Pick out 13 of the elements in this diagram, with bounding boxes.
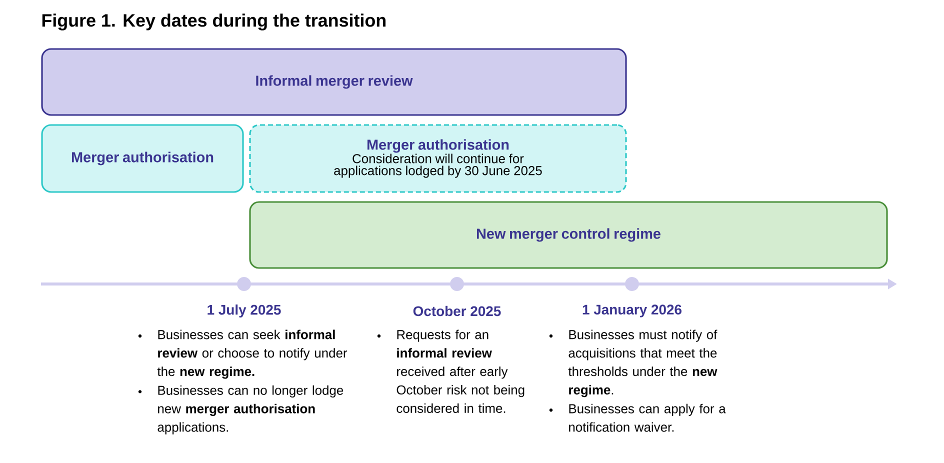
date-label: 1 January 2026 <box>582 304 682 318</box>
bullet-text: Businesses can apply for a notification waiver. <box>569 404 726 432</box>
period-bar: Merger authorisation <box>41 124 244 193</box>
bullet-text: Requests for an informal review received after early October risk not being considered in time. <box>396 330 524 413</box>
period-bar: Informal merger review <box>41 48 627 116</box>
date-label: October 2025 <box>413 306 501 316</box>
period-bar: New merger control regime <box>249 201 888 269</box>
bullet-text: Businesses can no longer lodge new merger authorisation applications. <box>158 385 344 434</box>
bullet-text: Businesses can seek informal review or choose to notify under the new regime. <box>157 330 348 379</box>
period-bar: Merger authorisation Consideration will continue for applications lodged by 30 June 2025 <box>249 124 627 193</box>
bullet-text: Businesses must notify of acquisitions that meet the thresholds under the new regime. <box>568 330 718 398</box>
date-label: 1 July 2025 <box>208 304 281 318</box>
figure-title: Figure 1. Key dates during the transition <box>42 14 386 30</box>
